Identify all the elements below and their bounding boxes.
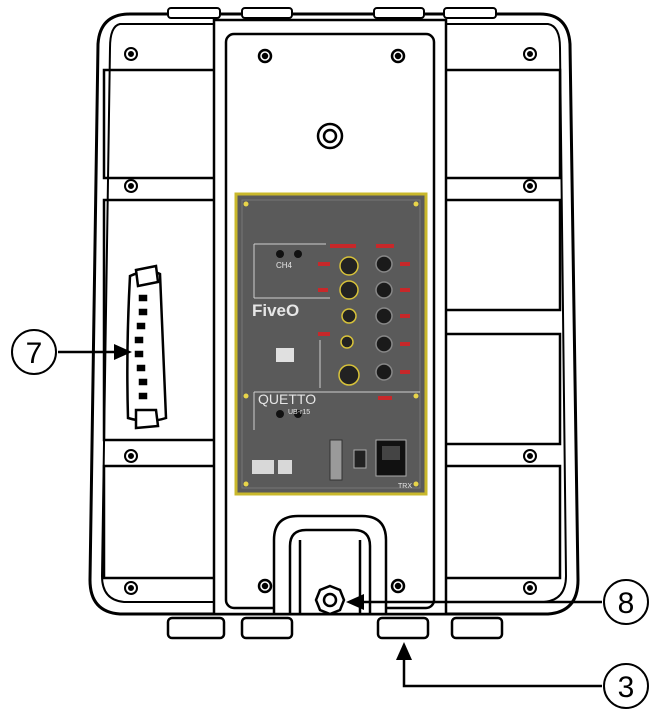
screw-icon — [390, 48, 406, 64]
power-inlet-socket — [382, 446, 400, 460]
handle-icon — [126, 264, 168, 430]
logo-graphic — [276, 348, 294, 362]
control-knobs — [375, 255, 393, 381]
model-sub: UB-r15 — [288, 409, 310, 416]
pole-mount-knob-icon — [314, 584, 346, 616]
amplifier-panel: CH4 FiveO QUETTO UB-r15 TRX — [234, 192, 428, 496]
warning-sticker — [252, 460, 274, 474]
screw-icon — [390, 578, 406, 594]
screw-icon — [124, 179, 138, 193]
top-bumps — [167, 7, 497, 19]
screw-icon — [124, 581, 138, 595]
callout-7: 7 — [11, 329, 132, 375]
screw-icon — [124, 449, 138, 463]
panel-screws — [243, 201, 419, 487]
screw-icon — [257, 48, 273, 64]
model-logo: QUETTO — [258, 391, 316, 407]
voltage-switch — [329, 439, 343, 481]
callout-3-label: 3 — [618, 671, 635, 704]
callout-3: 3 — [396, 642, 649, 709]
brand-logo: FiveO — [252, 301, 299, 320]
red-labels — [318, 244, 410, 400]
channel-label: CH4 — [276, 261, 293, 270]
pole-mount-bracket — [272, 514, 388, 616]
warning-sticker — [278, 460, 292, 474]
badge-label: TRX — [398, 483, 412, 490]
screw-icon — [523, 179, 537, 193]
panel-dots — [276, 250, 302, 418]
screw-icon — [523, 581, 537, 595]
screw-icon — [124, 47, 138, 61]
screw-icon — [523, 449, 537, 463]
callout-8: 8 — [346, 579, 649, 625]
power-switch — [353, 449, 367, 469]
screw-icon — [523, 47, 537, 61]
screw-icon — [257, 578, 273, 594]
callout-7-label: 7 — [26, 337, 43, 370]
rigging-point-icon — [316, 122, 344, 150]
input-jacks — [338, 256, 360, 386]
panel-lines — [253, 243, 420, 430]
callout-8-label: 8 — [618, 587, 635, 620]
bottom-feet — [166, 616, 504, 640]
cabinet-screws — [124, 47, 537, 595]
